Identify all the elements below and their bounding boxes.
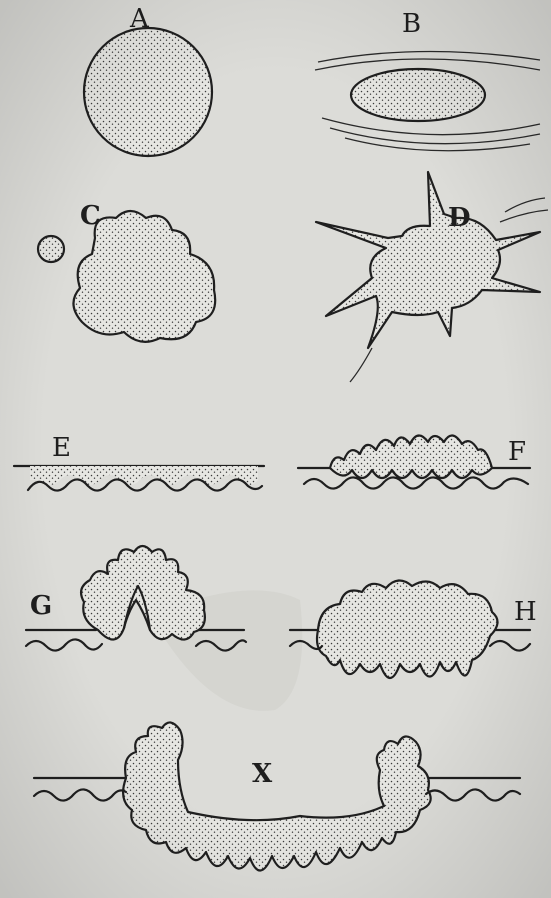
vignette <box>0 0 551 898</box>
diagram-plate: A B C D E F <box>0 0 551 898</box>
